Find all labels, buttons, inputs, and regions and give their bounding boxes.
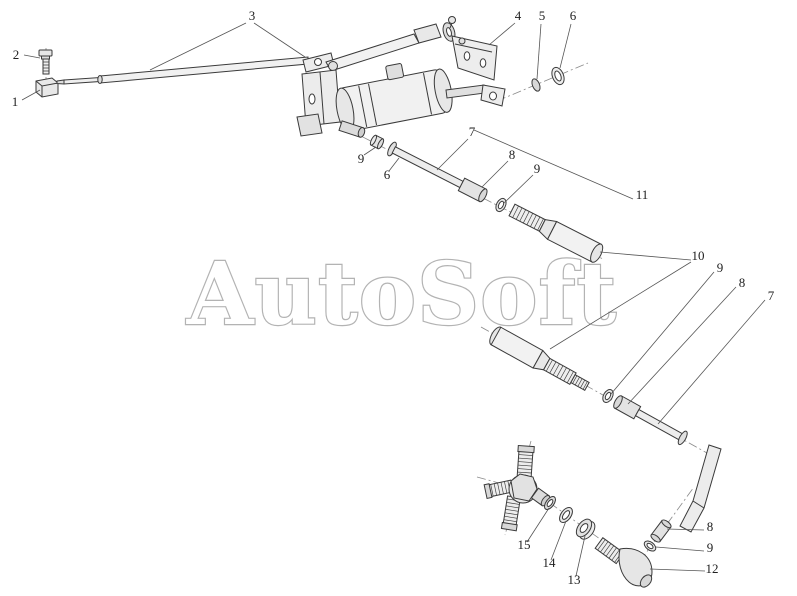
callout-9-d: 9 xyxy=(707,540,714,555)
part-washer-5-drawing xyxy=(531,78,541,92)
leader-lines xyxy=(21,22,766,577)
part-bolt-drawing xyxy=(38,49,53,75)
callout-2: 2 xyxy=(13,47,20,62)
part-washer-14-drawing xyxy=(559,507,573,523)
part-connecting-bar-drawing xyxy=(679,444,722,533)
part-elbow-fitting-drawing xyxy=(594,537,653,588)
callout-6-a: 6 xyxy=(570,8,577,23)
callout-8-a: 8 xyxy=(509,147,516,162)
watermark-text: AutoSoft xyxy=(186,244,618,345)
part-splined-shaft-lower-drawing xyxy=(489,326,590,392)
callout-12: 12 xyxy=(706,561,719,576)
callout-labels: 2 1 3 4 5 6 9 6 7 8 9 11 10 9 8 7 8 9 12… xyxy=(12,8,775,587)
part-nut-13-drawing xyxy=(575,518,596,540)
callout-5: 5 xyxy=(539,8,546,23)
part-clamp-block-drawing xyxy=(35,77,59,98)
part-control-rod-drawing xyxy=(56,56,309,85)
part-link-rod-7a-drawing xyxy=(387,141,488,203)
callout-8-b: 8 xyxy=(739,275,746,290)
part-bracket-drawing xyxy=(451,35,498,81)
callout-9-a: 9 xyxy=(358,151,365,166)
callout-8-c: 8 xyxy=(707,519,714,534)
callout-13: 13 xyxy=(568,572,581,587)
callout-7-a: 7 xyxy=(469,124,476,139)
callout-6-b: 6 xyxy=(384,167,391,182)
callout-14: 14 xyxy=(543,555,557,570)
part-washer-15-drawing xyxy=(544,495,556,511)
part-nut-9a-drawing xyxy=(369,134,385,150)
callout-11: 11 xyxy=(636,187,649,202)
callout-1: 1 xyxy=(12,94,19,109)
callout-9-b: 9 xyxy=(534,161,541,176)
part-nut-9d-drawing xyxy=(643,540,657,552)
callout-10: 10 xyxy=(692,248,705,263)
callout-4: 4 xyxy=(515,8,522,23)
part-nut-9b-drawing xyxy=(495,197,507,213)
actuator-assembly-drawing xyxy=(296,16,506,138)
part-nut-9c-drawing xyxy=(602,389,614,403)
callout-15: 15 xyxy=(518,537,531,552)
part-sleeve-8c-drawing xyxy=(650,519,672,543)
part-cross-fitting-drawing xyxy=(483,444,551,532)
callout-3: 3 xyxy=(249,8,256,23)
part-link-rod-7b-drawing xyxy=(613,395,688,446)
part-splined-shaft-upper-drawing xyxy=(508,203,604,263)
callout-9-c: 9 xyxy=(717,260,724,275)
part-cap-6-drawing xyxy=(551,66,565,86)
callout-7-b: 7 xyxy=(768,288,775,303)
